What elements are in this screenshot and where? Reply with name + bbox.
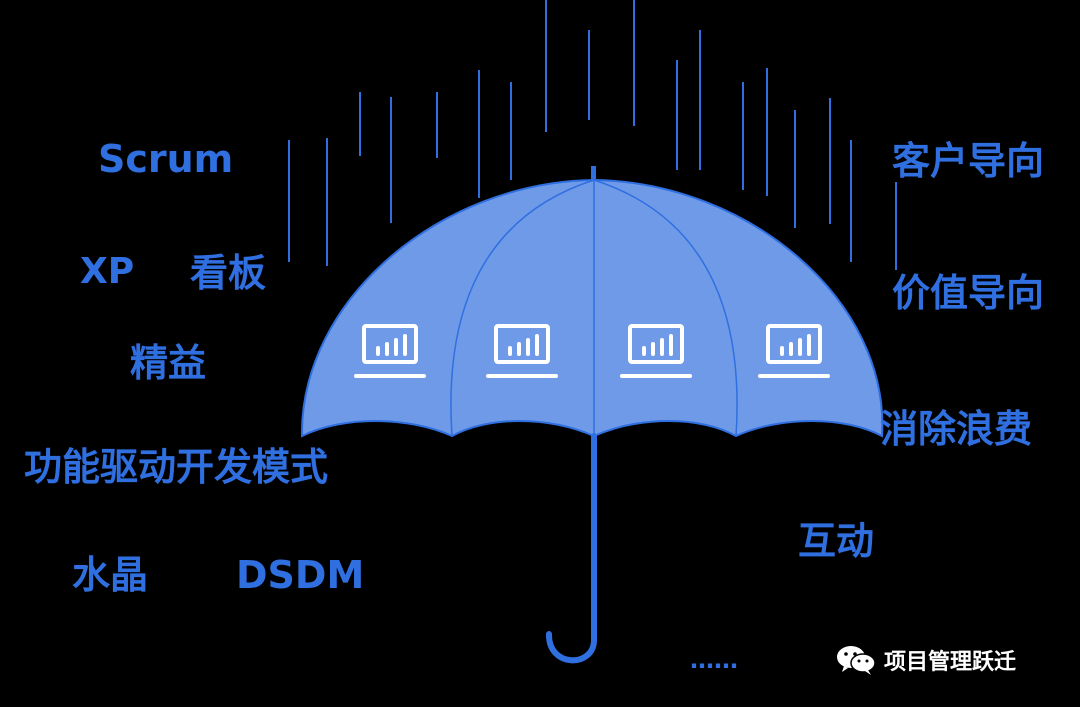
watermark: 项目管理跃迁 [834, 640, 1016, 680]
term-scrum: Scrum [98, 137, 234, 181]
wechat-icon [837, 646, 876, 675]
term-kanban: 看板 [190, 251, 267, 295]
laptop-chart-icon [620, 324, 692, 378]
term-dsdm: DSDM [236, 553, 365, 597]
umbrella-handle [545, 433, 597, 664]
term-lean: 精益 [130, 341, 207, 385]
term-customer-oriented: 客户导向 [892, 139, 1045, 183]
umbrella-canopy [300, 178, 884, 438]
ellipsis: …… [690, 646, 738, 674]
laptop-chart-icon [486, 324, 558, 378]
laptop-chart-icon [354, 324, 426, 378]
rain-lines [288, 0, 897, 270]
term-value-oriented: 价值导向 [892, 271, 1045, 315]
umbrella-tip [591, 166, 596, 182]
term-interaction: 互动 [798, 519, 875, 563]
term-crystal: 水晶 [72, 553, 149, 597]
term-fdd: 功能驱动开发模式 [24, 445, 329, 489]
laptop-chart-icon [758, 324, 830, 378]
watermark-text: 项目管理跃迁 [884, 650, 1017, 675]
term-eliminate-waste: 消除浪费 [880, 407, 1033, 451]
term-xp: XP [80, 251, 135, 292]
